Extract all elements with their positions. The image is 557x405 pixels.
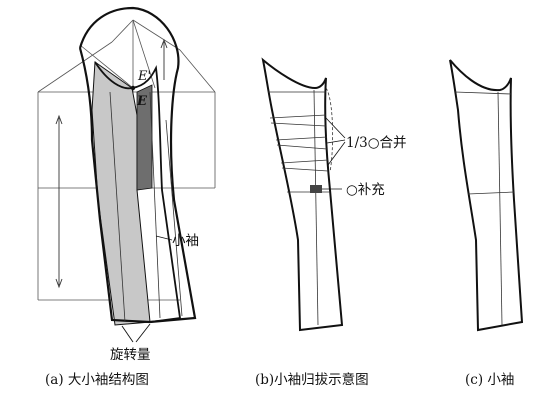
big-sleeve-outline [78,6,197,324]
grain-arrow-left [55,114,63,289]
caption-a: (a) 大小袖结构图 [45,372,149,388]
panel-b-drawing: 1/3○合并 ○补充 [261,57,407,332]
small-sleeve-label: 小袖 [172,233,199,249]
point-e-label: E [136,94,148,109]
merge-pointers [325,117,346,166]
point-e-dot [130,85,136,91]
merge-label: 1/3○合并 [346,135,407,151]
panel-c-drawing [449,59,524,332]
big-sleeve-left-seam [78,47,151,324]
caption-b: (b)小袖归拔示意图 [255,371,369,388]
supplement-block [310,185,322,193]
grain-arrow-top [160,38,168,80]
cap-construction-lines [37,19,216,93]
panel-b-sleeve-outline [261,57,344,332]
panel-a-drawing: E' E 小袖 旋转量 [37,6,216,363]
panel-c-sleeve-outline [449,59,524,332]
panel-b-internal-lines [268,89,330,326]
caption-c: (c) 小袖 [465,372,514,388]
small-sleeve-pointer [155,235,173,241]
supplement-label: ○补充 [346,182,385,198]
point-e-prime-label: E' [137,69,151,84]
inner-guide-lines [109,91,183,323]
panel-c-internal-lines [454,91,515,326]
rotation-pointer [121,323,151,343]
panel-b-dashed-bulge [325,87,334,173]
small-sleeve-outline [94,61,182,323]
rotation-label: 旋转量 [110,347,151,363]
overlap-dark-region [136,84,153,191]
